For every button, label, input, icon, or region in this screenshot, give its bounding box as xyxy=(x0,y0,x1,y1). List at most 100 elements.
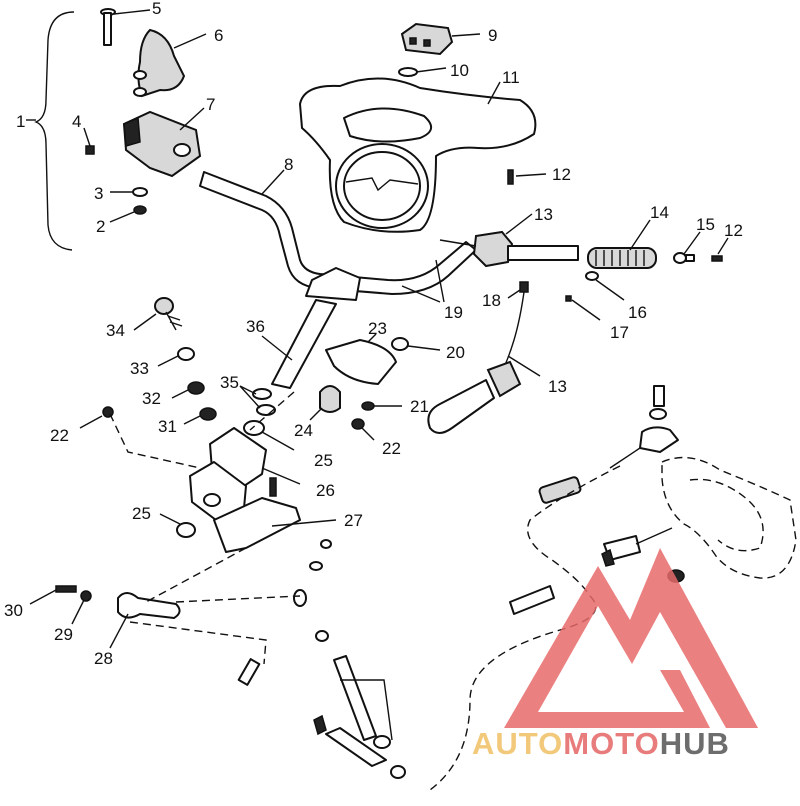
part-6-bushing xyxy=(133,70,147,80)
group-1-bracket xyxy=(34,11,75,251)
callout-23: 23 xyxy=(368,319,387,338)
part-31 xyxy=(199,407,217,421)
leader-13b xyxy=(507,355,541,377)
callout-2: 2 xyxy=(96,217,105,236)
part-headlight-pod-11 xyxy=(299,77,537,233)
part-tie-rod xyxy=(293,539,406,779)
callout-35: 35 xyxy=(220,373,239,392)
leader-29 xyxy=(71,599,85,625)
callout-12a: 12 xyxy=(552,165,571,184)
leader-26 xyxy=(261,467,301,485)
leader-15 xyxy=(683,231,701,255)
part-steering-post-36 xyxy=(271,299,337,389)
part-washer-35a xyxy=(252,388,272,400)
leader-19 xyxy=(401,259,445,303)
part-shield-23 xyxy=(325,339,397,385)
part-nut-2 xyxy=(133,205,147,215)
leader-17 xyxy=(571,299,601,321)
part-throttle-housing-7 xyxy=(122,110,202,178)
part-small-bolt xyxy=(313,714,327,736)
part-24 xyxy=(319,385,341,413)
leader-33 xyxy=(157,355,179,367)
part-20 xyxy=(391,337,409,351)
callout-27: 27 xyxy=(344,511,363,530)
part-nut-22-right xyxy=(351,418,365,430)
part-grip-14 xyxy=(587,247,657,269)
callout-13b: 13 xyxy=(548,377,567,396)
watermark-text: AUTOMOTOHUB xyxy=(472,726,730,761)
dashed-ref-2 xyxy=(175,595,301,603)
leader-35 xyxy=(239,385,261,409)
leader-25a xyxy=(261,431,295,451)
leader-2 xyxy=(109,211,135,223)
callout-9: 9 xyxy=(488,26,497,45)
callout-22a: 22 xyxy=(50,426,69,445)
part-clamp-cover-6 xyxy=(137,28,186,98)
callout-20: 20 xyxy=(446,343,465,362)
leader-24 xyxy=(309,407,323,421)
callout-5: 5 xyxy=(152,0,161,18)
dashed-ref-1 xyxy=(109,413,201,469)
callout-29: 29 xyxy=(54,625,73,644)
leader-25b xyxy=(159,513,181,525)
part-bushing-25-upper xyxy=(243,420,265,436)
callout-26: 26 xyxy=(316,481,335,500)
callout-34: 34 xyxy=(106,321,125,340)
leader-9 xyxy=(451,33,481,37)
callout-14: 14 xyxy=(650,203,669,222)
callout-17: 17 xyxy=(610,323,629,342)
leader-6 xyxy=(173,33,207,49)
dashed-ref-3 xyxy=(129,621,267,665)
leader-34 xyxy=(133,313,157,331)
leader-5 xyxy=(113,9,151,15)
part-grommet-10 xyxy=(398,67,418,77)
leader-11 xyxy=(487,81,501,105)
leader-23 xyxy=(367,333,377,343)
part-throttle-control-13 xyxy=(439,230,579,268)
part-kill-switch-13 xyxy=(427,291,525,434)
callout-24: 24 xyxy=(294,421,313,440)
part-6-bushing-lower xyxy=(133,87,147,97)
callout-1: 1 xyxy=(16,112,25,131)
callout-19: 19 xyxy=(444,303,463,322)
part-plate-27 xyxy=(213,497,301,553)
leader-27 xyxy=(271,519,337,527)
leader-36 xyxy=(261,335,293,361)
part-washer-29 xyxy=(80,590,92,602)
callout-36: 36 xyxy=(246,317,265,336)
leader-10 xyxy=(415,67,447,73)
callout-28: 28 xyxy=(94,649,113,668)
callout-12b: 12 xyxy=(724,221,743,240)
leader-32 xyxy=(171,389,189,399)
callout-16: 16 xyxy=(628,303,647,322)
part-bolt-5 xyxy=(100,8,116,46)
leader-12a xyxy=(515,173,547,177)
callout-21: 21 xyxy=(410,397,429,416)
leader-31 xyxy=(183,415,201,425)
leader-13a xyxy=(505,213,533,235)
part-bushing-25-lower xyxy=(176,522,196,538)
part-spring-34 xyxy=(165,311,183,331)
dashed-ref-5 xyxy=(145,547,247,603)
leader-22b xyxy=(361,427,375,441)
part-end-cap-15 xyxy=(673,252,695,264)
callout-30: 30 xyxy=(4,601,23,620)
part-33 xyxy=(177,347,195,361)
part-21 xyxy=(361,401,375,411)
engine-outline xyxy=(661,456,797,579)
part-screw-17 xyxy=(565,295,572,302)
callout-25b: 25 xyxy=(132,504,151,523)
callout-8: 8 xyxy=(284,155,293,174)
callout-33: 33 xyxy=(130,359,149,378)
leader-7 xyxy=(179,107,205,131)
callout-31: 31 xyxy=(158,417,177,436)
part-screw-4 xyxy=(85,145,95,155)
callout-7: 7 xyxy=(206,95,215,114)
callout-3: 3 xyxy=(94,184,103,203)
callout-6: 6 xyxy=(214,26,223,45)
watermark-hub: HUB xyxy=(660,726,730,761)
callout-22b: 22 xyxy=(382,439,401,458)
part-handlebar-clamp-19 xyxy=(305,267,361,301)
callout-32: 32 xyxy=(142,389,161,408)
